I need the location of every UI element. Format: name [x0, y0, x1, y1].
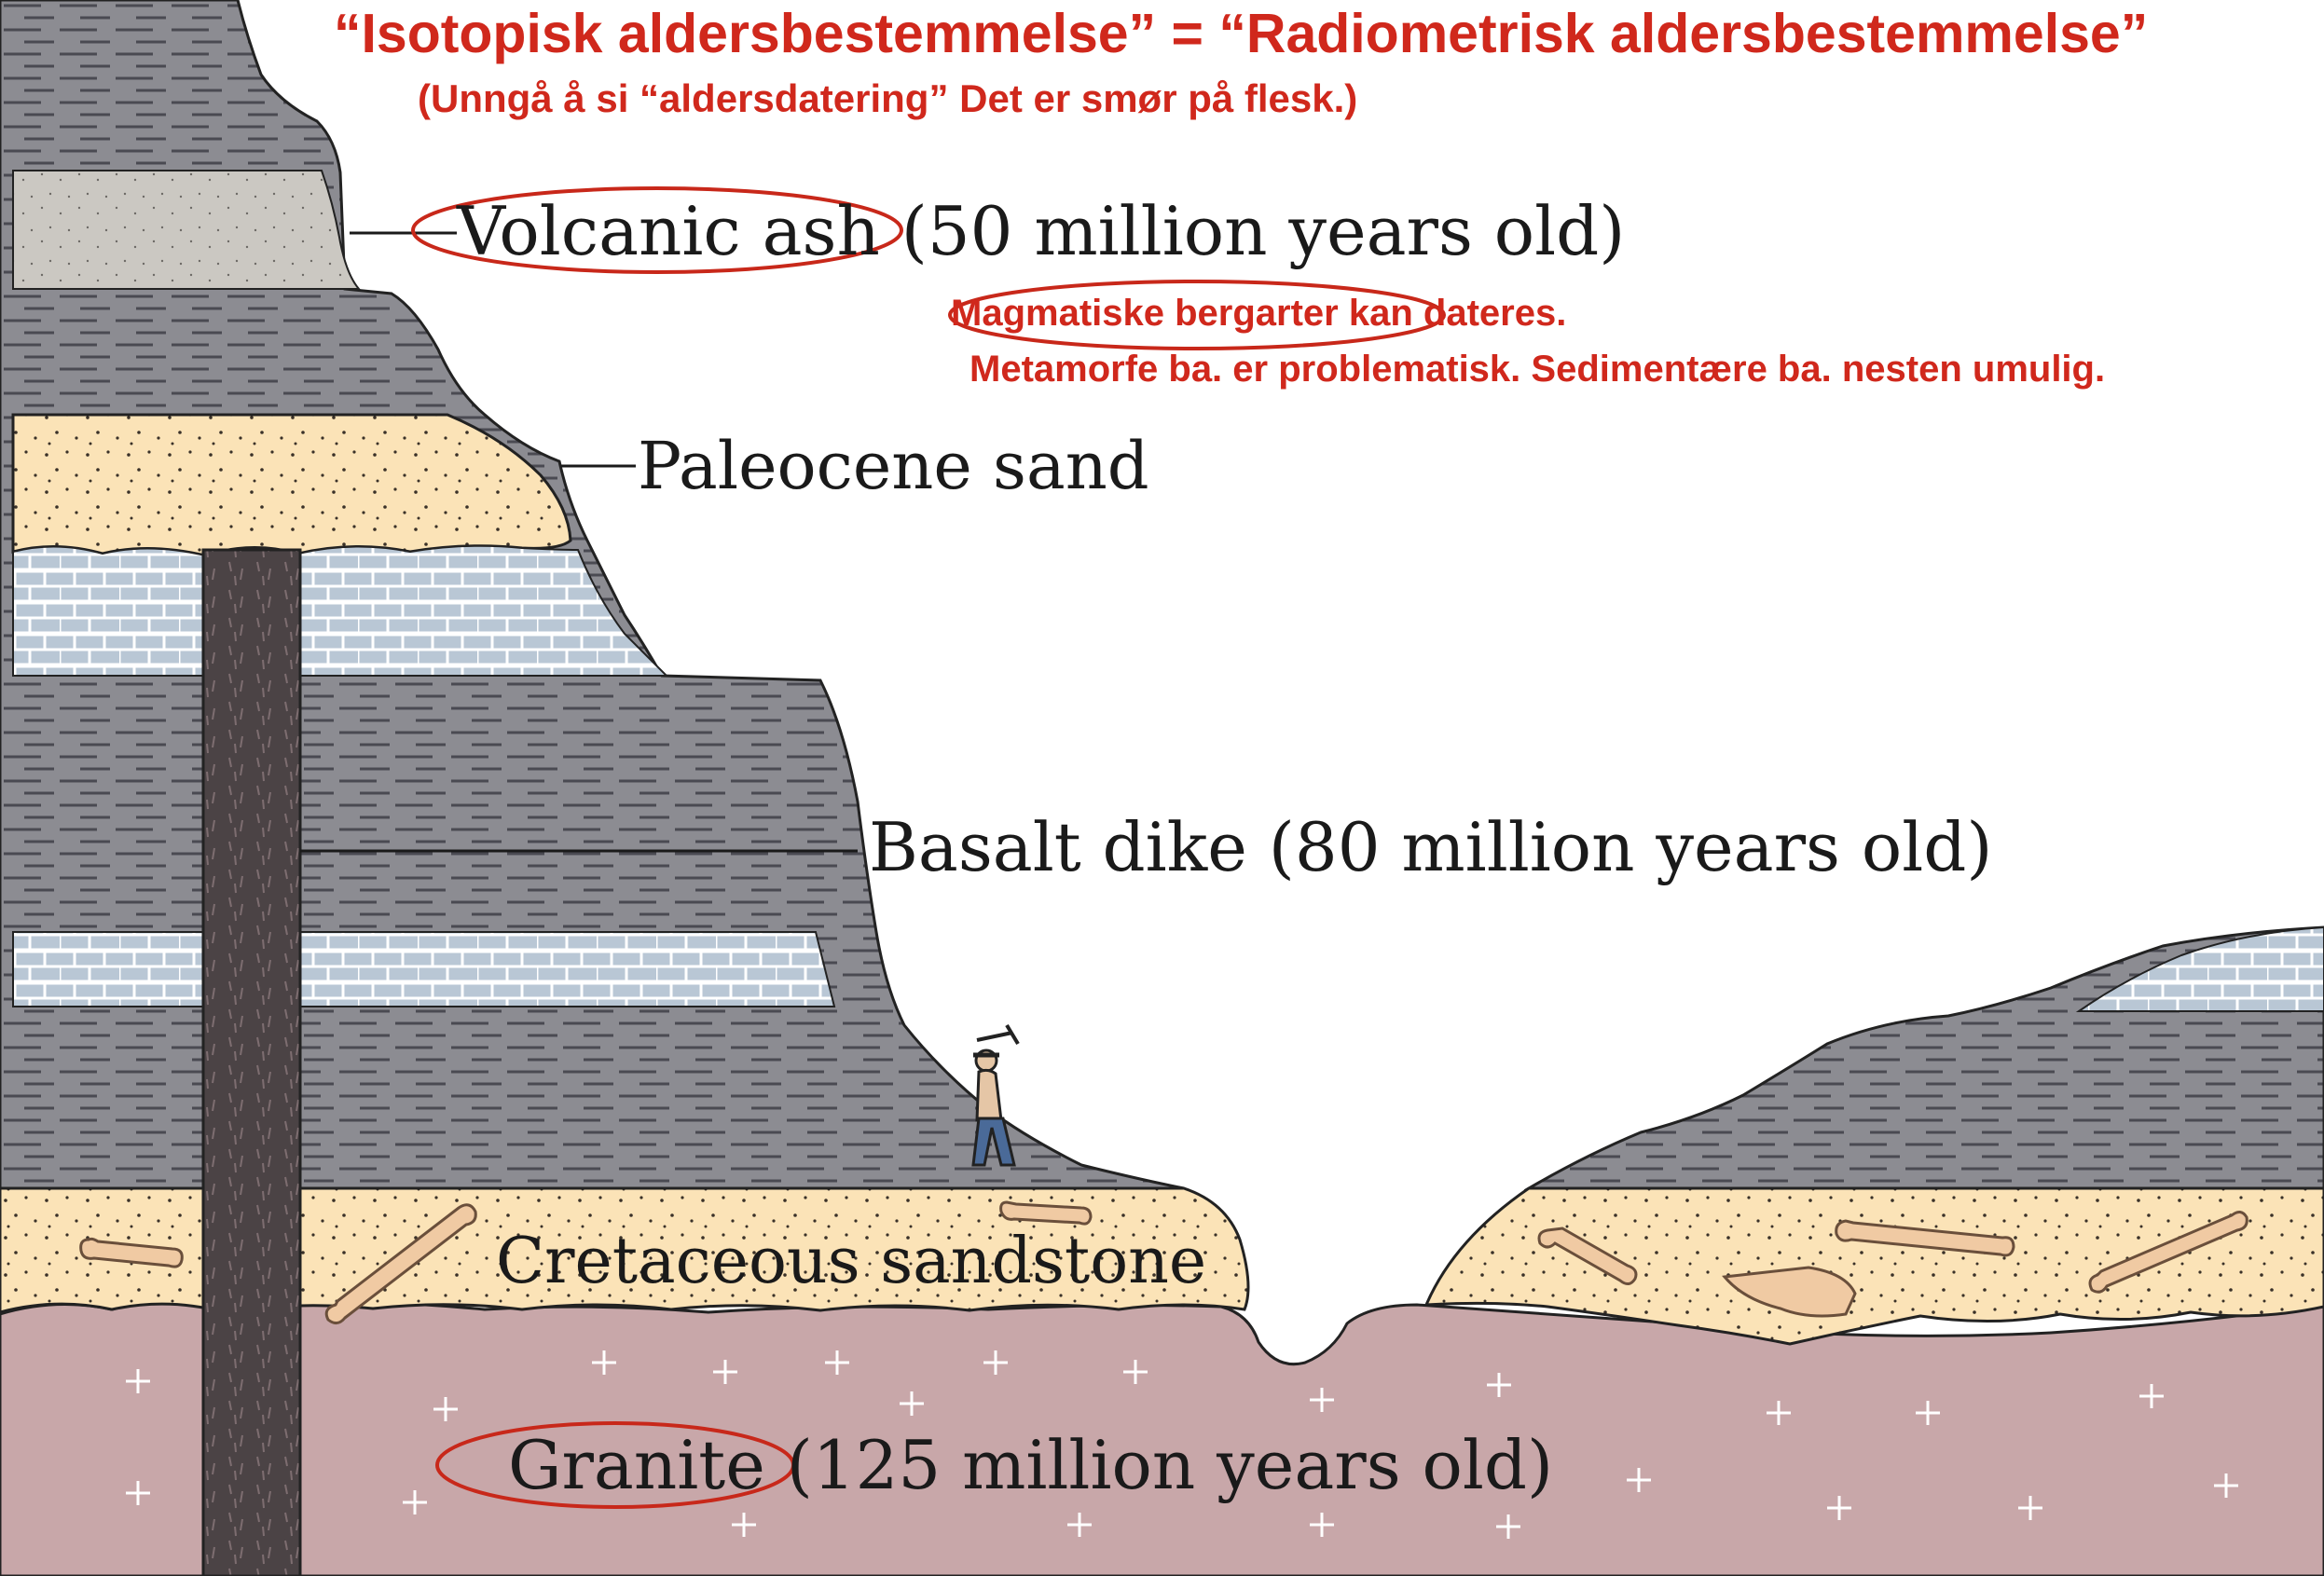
- label-granite: Granite (125 million years old): [508, 1432, 1553, 1499]
- limestone-lower: [13, 932, 834, 1007]
- annotation-note-rest: kan dateres.: [1339, 293, 1567, 334]
- annotation-note-line1: Magmatiske bergarter kan dateres.: [951, 293, 1566, 335]
- annotation-note-line2: Metamorfe ba. er problematisk. Sedimentæ…: [969, 349, 2105, 391]
- label-cretaceous-sandstone: Cretaceous sandstone: [496, 1230, 1206, 1294]
- volcanic-ash-layer: [13, 171, 359, 289]
- basalt-dike: [203, 550, 300, 1576]
- label-volcanic-ash: Volcanic ash (50 million years old): [457, 198, 1625, 265]
- label-paleocene-sand: Paleocene sand: [638, 433, 1149, 499]
- limestone-upper: [13, 546, 667, 676]
- annotation-subtitle: (Unngå å si “aldersdatering” Det er smør…: [418, 76, 1357, 121]
- paleocene-sand-layer: [13, 415, 571, 555]
- annotation-title: “Isotopisk aldersbestemmelse” = “Radiome…: [334, 4, 2148, 64]
- annotation-note-circled: Magmatiske bergarter: [951, 293, 1339, 334]
- label-basalt-dike: Basalt dike (80 million years old): [869, 814, 1992, 881]
